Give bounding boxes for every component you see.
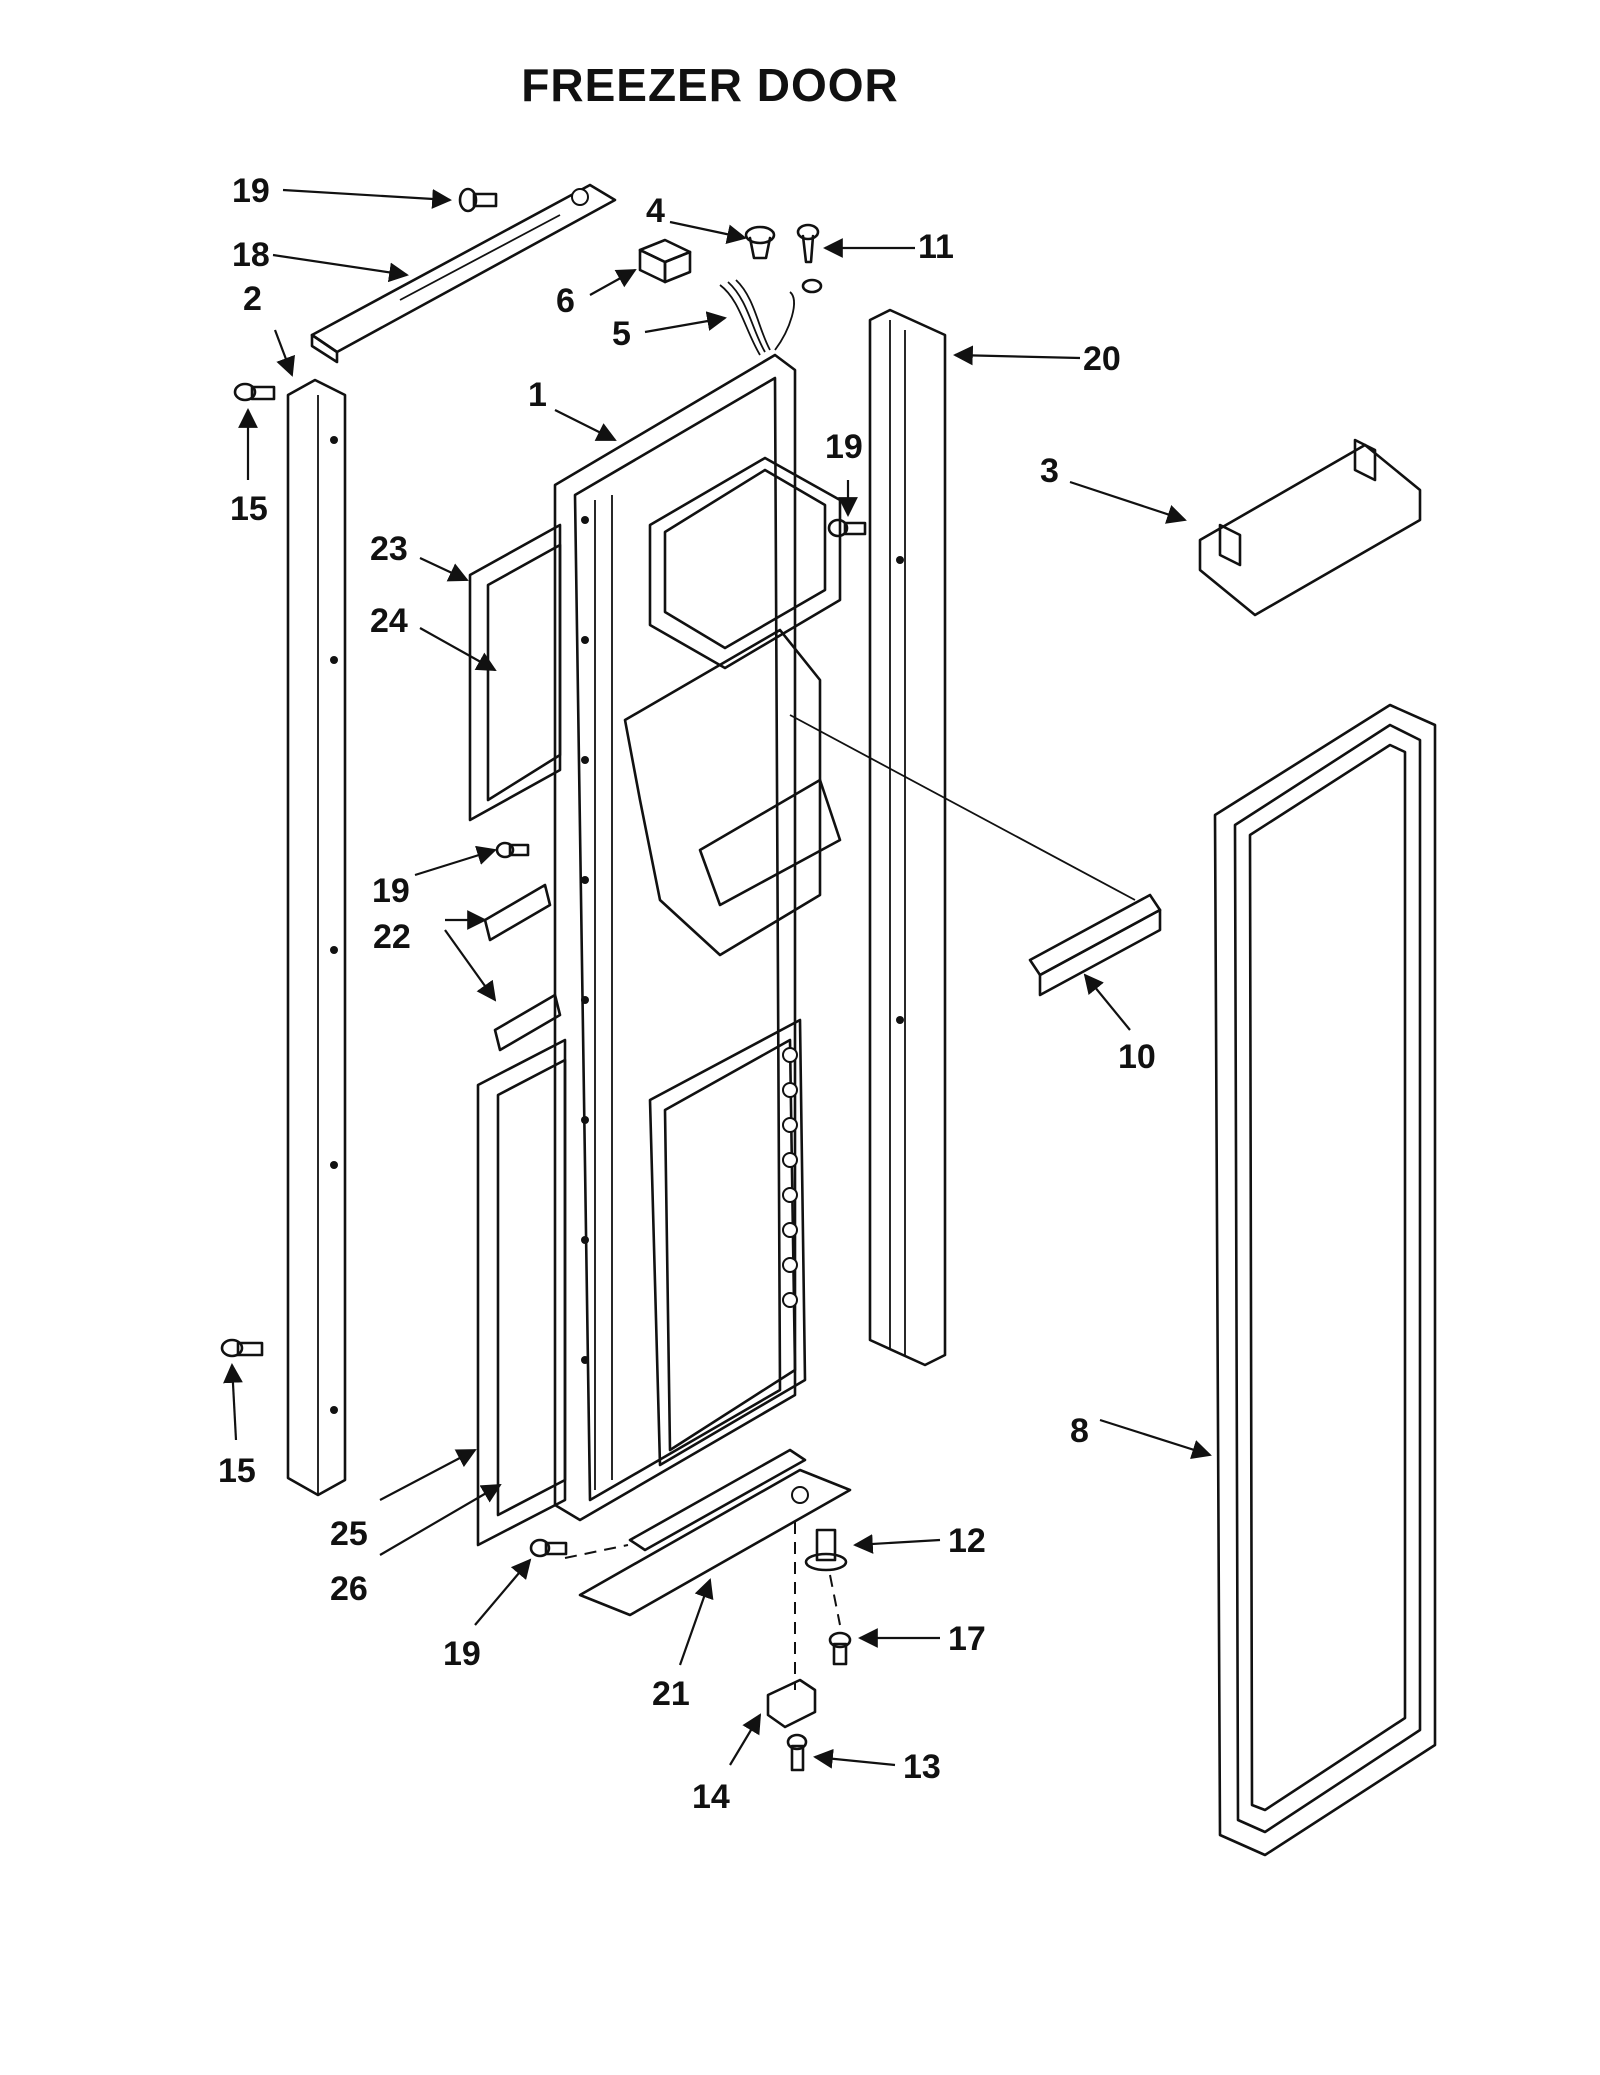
door-liner-part [553, 353, 842, 1522]
callout-24: 24 [370, 602, 408, 640]
callout-2: 2 [243, 280, 262, 318]
callout-22: 22 [373, 918, 411, 956]
screw-icon [220, 1338, 264, 1358]
callout-26: 26 [330, 1570, 368, 1608]
callout-18: 18 [232, 236, 270, 274]
callout-23: 23 [370, 530, 408, 568]
screw-icon [827, 518, 867, 538]
callout-19d: 19 [443, 1635, 481, 1673]
callout-15b: 15 [218, 1452, 256, 1490]
callout-25: 25 [330, 1515, 368, 1553]
screw-icon [786, 1733, 808, 1772]
screw-icon [828, 1631, 852, 1666]
callout-4: 4 [646, 192, 665, 230]
callout-labels: 19 18 2 15 4 6 5 11 20 1 19 3 23 24 19 2… [218, 172, 1156, 1816]
callout-21: 21 [652, 1675, 690, 1713]
handle-bracket-part [1198, 438, 1422, 617]
callout-11: 11 [918, 228, 954, 266]
callout-19b: 19 [825, 428, 863, 466]
left-trim-part [286, 378, 347, 1497]
hinge-block-icon [766, 1678, 817, 1729]
diagram-title: FREEZER DOOR [521, 59, 899, 111]
screw-icon [796, 223, 823, 294]
bottom-hinge-plate-part [564, 1448, 852, 1690]
callout-19: 19 [232, 172, 270, 210]
hinge-pin-icon [804, 1528, 848, 1572]
bracket-part [483, 883, 562, 1052]
upper-panel-part [468, 523, 562, 822]
callout-5: 5 [612, 315, 631, 353]
callout-3: 3 [1040, 452, 1059, 490]
callout-10: 10 [1118, 1038, 1156, 1076]
callout-19c: 19 [372, 872, 410, 910]
plug-icon [744, 225, 776, 260]
callout-13: 13 [903, 1748, 941, 1786]
callout-1: 1 [528, 376, 547, 414]
callout-14: 14 [692, 1778, 730, 1816]
screw-icon [495, 841, 530, 859]
callout-8: 8 [1070, 1412, 1089, 1450]
right-trim-part [868, 308, 947, 1367]
callout-20: 20 [1083, 340, 1121, 378]
callout-15: 15 [230, 490, 268, 528]
connector-icon [638, 238, 692, 284]
callout-12: 12 [948, 1522, 986, 1560]
screw-icon [458, 187, 498, 213]
wire-harness-icon [719, 279, 795, 356]
screw-icon [233, 382, 276, 402]
door-gasket-part [1213, 703, 1437, 1857]
callout-17: 17 [948, 1620, 986, 1658]
top-trim-part [310, 183, 617, 364]
leader-lines [223, 188, 1212, 1769]
screw-icon [529, 1538, 568, 1558]
callout-6: 6 [556, 282, 575, 320]
lower-panel-part [476, 1038, 567, 1547]
rail-part [1028, 893, 1162, 997]
